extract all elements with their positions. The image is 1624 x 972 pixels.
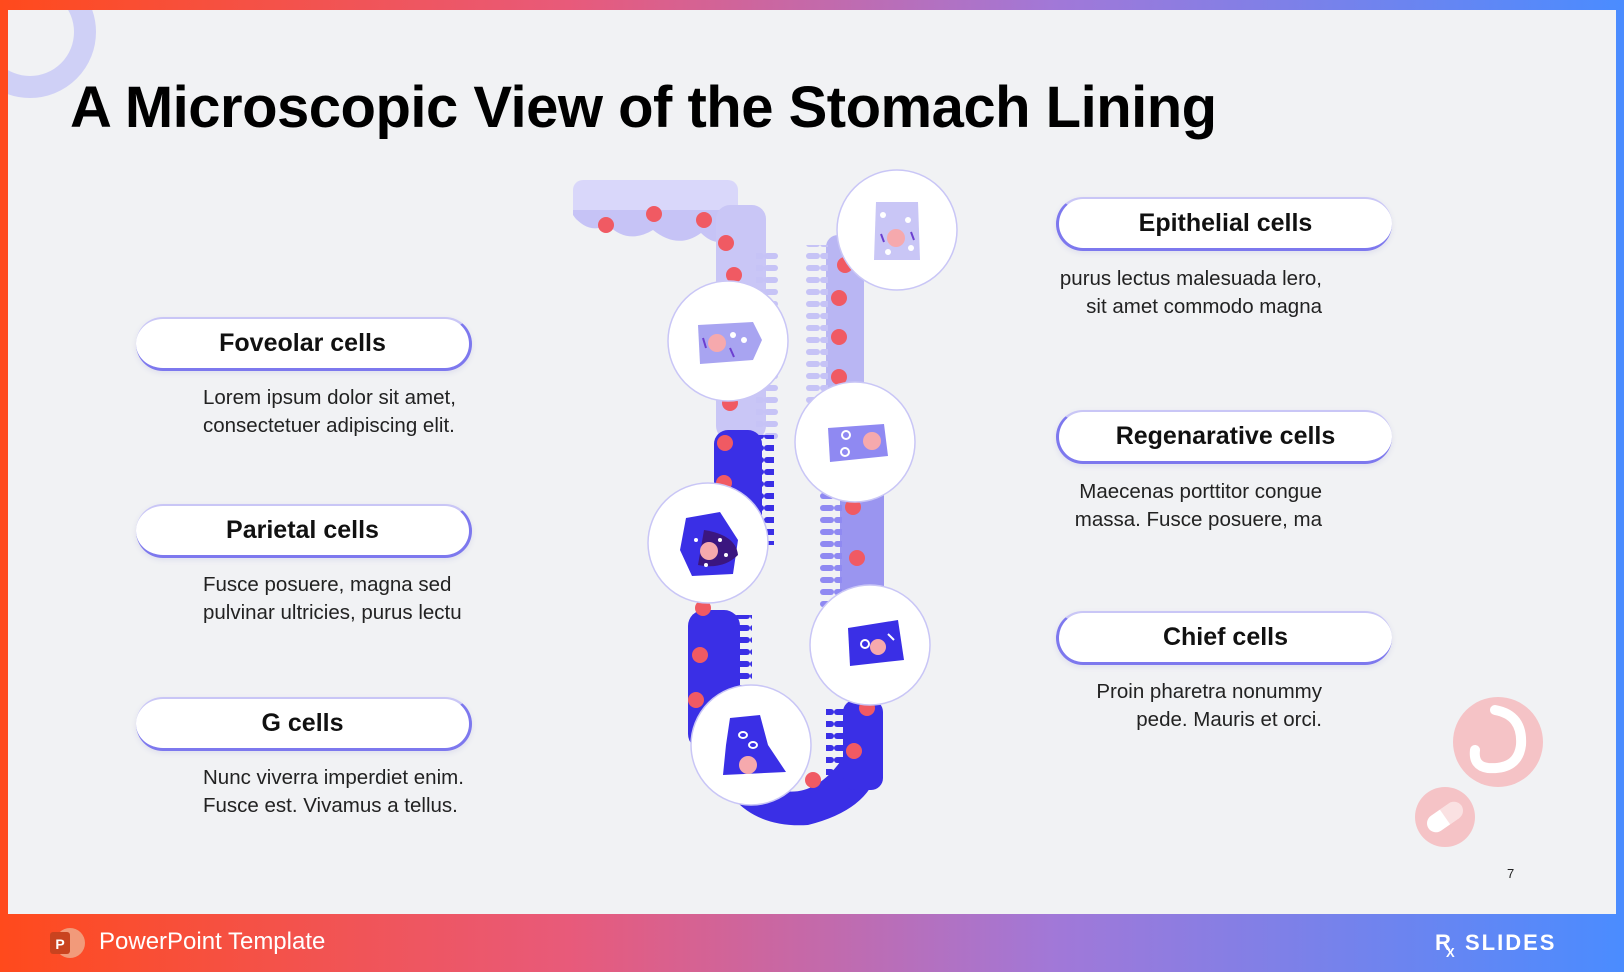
epithelial-cell-circle [836,169,958,291]
chief-cell-circle [809,584,931,706]
stomach-lining-diagram [573,169,958,826]
footer-template-label: PowerPoint Template [99,928,326,955]
brand-logo: R X SLIDES [1435,930,1556,960]
page-number: 7 [1507,866,1515,881]
right-column-lower [843,700,883,790]
pill-foveolar-cells: Foveolar cells [136,317,472,371]
desc-g-cells: Nunc viverra imperdiet enim.Fusce est. V… [203,766,464,817]
pill-parietal-cells: Parietal cells [136,504,472,558]
pill-icon [1415,787,1475,847]
pill-epithelial-cells: Epithelial cells [1056,197,1392,251]
powerpoint-icon-letter: P [55,936,64,952]
foveolar-cell-circle [667,280,789,402]
brand-name: SLIDES [1465,930,1556,955]
parietal-cell-circle [647,482,769,604]
page-title: A Microscopic View of the Stomach Lining [70,75,1217,140]
pill-g-cells: G cells [136,697,472,751]
powerpoint-icon: P [50,928,85,958]
pill-regenerative-cells: Regenarative cells [1056,410,1392,464]
desc-epithelial-cells: purus lectus malesuada lero,sit amet com… [1059,267,1322,318]
regenerative-cell-circle [794,381,916,503]
slide: A Microscopic View of the Stomach Lining [8,10,1616,914]
svg-text:R: R [1435,930,1451,955]
stomach-icon [1415,697,1543,847]
pill-chief-cells: Chief cells [1056,611,1392,665]
g-cell-circle [690,684,812,806]
svg-text:X: X [1446,945,1455,960]
desc-foveolar-cells: Lorem ipsum dolor sit amet,consectetuer … [203,386,456,437]
